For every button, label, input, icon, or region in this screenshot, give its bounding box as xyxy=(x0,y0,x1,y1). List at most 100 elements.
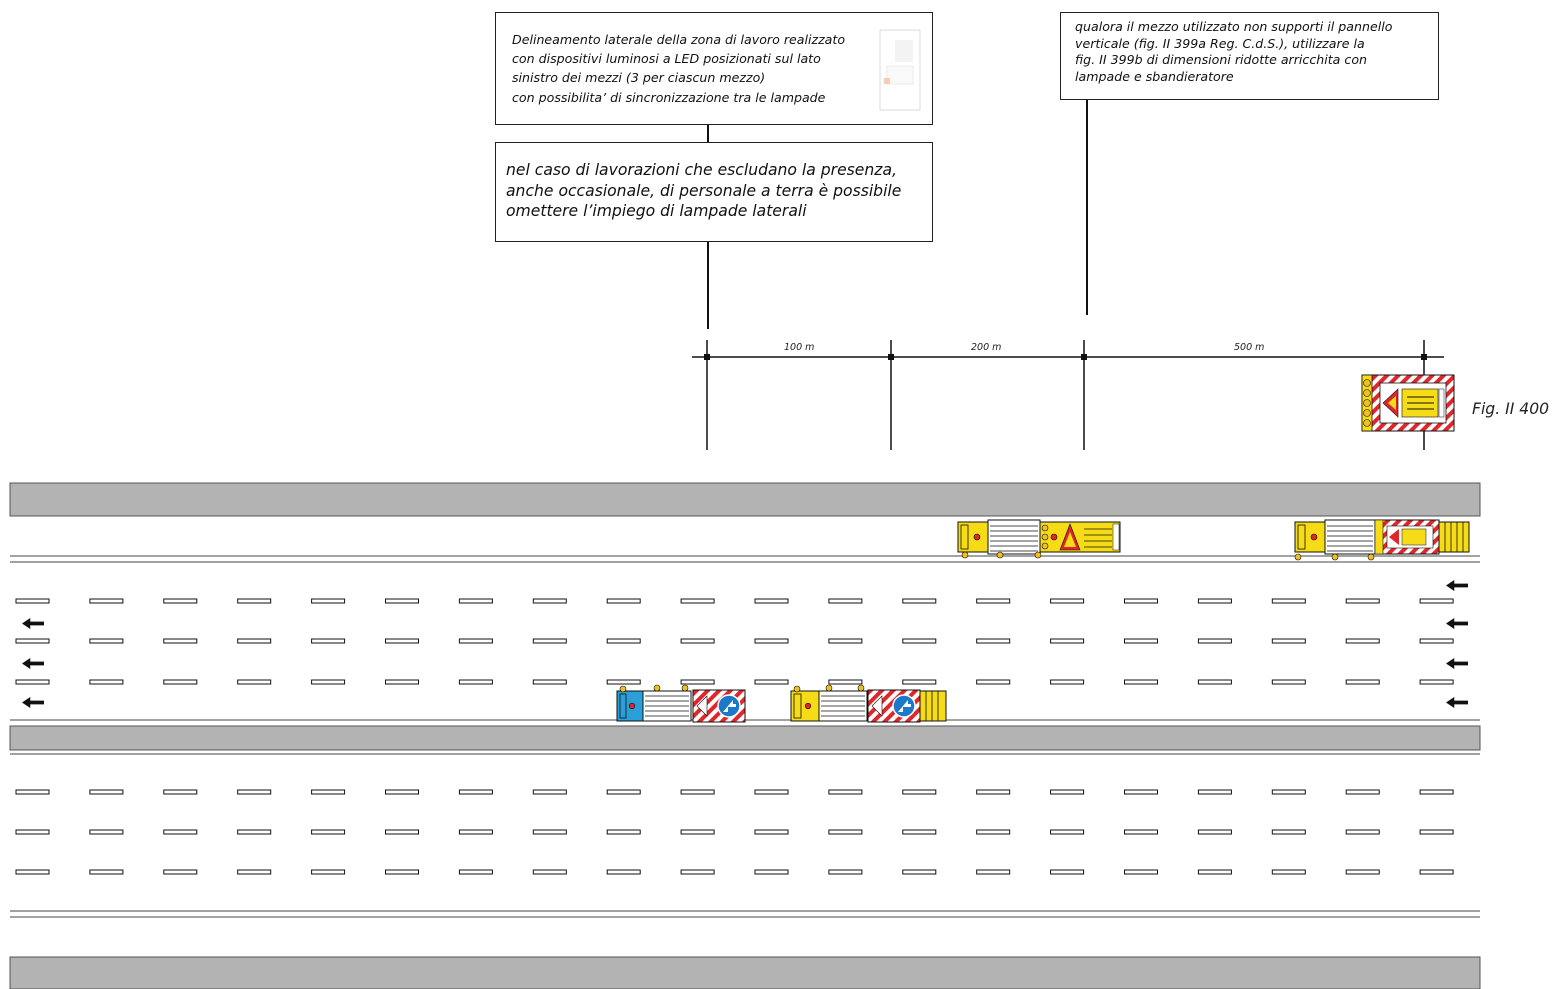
lane-dash xyxy=(1197,638,1232,644)
lane-dash xyxy=(976,789,1011,795)
lane-dash xyxy=(754,638,789,644)
lane-dash xyxy=(1124,598,1158,604)
marker-dot-1 xyxy=(888,354,894,360)
lane-dash xyxy=(385,638,419,644)
left-arrow-icon xyxy=(1446,580,1468,591)
lane-dash xyxy=(458,638,493,644)
left-arrow-icon xyxy=(1446,618,1468,629)
lane-dash xyxy=(1345,829,1380,835)
note3-line-2: verticale (fig. II 399a Reg. C.d.S.), ut… xyxy=(1075,35,1365,51)
lane-dash xyxy=(828,829,863,835)
lane-dash xyxy=(89,598,124,604)
lane-dash xyxy=(89,789,124,795)
lane-dash xyxy=(828,638,863,644)
distance-label-500: 500 m xyxy=(1234,342,1265,353)
lane-dash xyxy=(532,789,567,795)
leader-line-note3 xyxy=(1086,100,1088,315)
note-side-lamps: nel caso di lavorazioni che escludano la… xyxy=(495,142,933,242)
lane-dash xyxy=(89,638,124,644)
top-shoulder xyxy=(9,482,1481,517)
note3-line-3: fig. II 399b di dimensioni ridotte arric… xyxy=(1075,52,1368,67)
lane-dash xyxy=(532,638,567,644)
marker-dot-3 xyxy=(1421,354,1427,360)
left-arrow-icon xyxy=(22,618,44,629)
note2-line-2: anche occasionale, di personale a terra … xyxy=(506,181,902,200)
lane-dash xyxy=(1419,598,1454,604)
lane-dash xyxy=(458,869,493,875)
note1-line-2: con dispositivi luminosi a LED posiziona… xyxy=(512,51,821,67)
lane-dash xyxy=(1050,789,1085,795)
lane-dash xyxy=(458,679,493,685)
lane-dash xyxy=(311,638,346,644)
lane-dash xyxy=(385,789,419,795)
lane-dash xyxy=(1419,829,1454,835)
lane-dash xyxy=(385,869,419,875)
lane-dash xyxy=(1197,829,1232,835)
lane-dash xyxy=(237,789,272,795)
lane-dash xyxy=(1271,869,1306,875)
marker-dot-0 xyxy=(704,354,710,360)
lane-dash xyxy=(458,598,493,604)
lane-dash xyxy=(532,829,567,835)
lane-dash xyxy=(902,789,937,795)
lane-dash xyxy=(1197,679,1232,685)
lane-dash xyxy=(385,679,419,685)
median-strip xyxy=(9,725,1481,751)
note3-line-1: qualora il mezzo utilizzato non supporti… xyxy=(1075,19,1393,34)
lane-dashes-lower xyxy=(15,789,1454,875)
lane-dash xyxy=(680,869,715,875)
left-arrow-icon xyxy=(1446,658,1468,669)
lane-dash xyxy=(1197,789,1232,795)
lane-dash xyxy=(606,598,641,604)
signal-panel-fig-400-icon xyxy=(1361,374,1455,432)
leader-line-note1 xyxy=(707,125,709,142)
lane-dash xyxy=(606,679,641,685)
lane-dash xyxy=(163,789,198,795)
lane-dash xyxy=(311,789,346,795)
lane-dash xyxy=(89,679,124,685)
lane-dash xyxy=(163,638,198,644)
roadwork-vehicle-icon xyxy=(1294,519,1470,561)
lane-dash xyxy=(1271,638,1306,644)
lane-dash xyxy=(1345,598,1380,604)
lane-dash xyxy=(15,638,50,644)
lane-dash xyxy=(754,598,789,604)
figure-label: Fig. II 400 xyxy=(1472,400,1550,418)
distance-label-100: 100 m xyxy=(784,342,815,353)
lane-dash xyxy=(754,869,789,875)
lane-dash xyxy=(1124,638,1158,644)
note1-line-4: con possibilita’ di sincronizzazione tra… xyxy=(512,89,826,105)
lane-dash xyxy=(237,598,272,604)
lane-dash xyxy=(163,869,198,875)
lane-dash xyxy=(828,869,863,875)
lane-dash xyxy=(15,869,50,875)
lane-dash xyxy=(1271,679,1306,685)
lane-dash xyxy=(606,638,641,644)
lane-dash xyxy=(1271,829,1306,835)
lane-dash xyxy=(237,829,272,835)
lane-dash xyxy=(902,869,937,875)
lane-dash xyxy=(163,679,198,685)
lane-dash xyxy=(237,679,272,685)
lane-dash xyxy=(1419,638,1454,644)
roadwork-vehicle-icon xyxy=(616,684,746,723)
lane-dash xyxy=(1419,789,1454,795)
lane-dash xyxy=(1419,679,1454,685)
lane-dash xyxy=(1050,598,1085,604)
lane-dash xyxy=(976,638,1011,644)
lane-dash xyxy=(458,829,493,835)
lane-dash xyxy=(311,829,346,835)
marker-dot-2 xyxy=(1081,354,1087,360)
lane-dash xyxy=(680,829,715,835)
note1-line-1: Delineamento laterale della zona di lavo… xyxy=(512,32,846,47)
lane-dash xyxy=(385,829,419,835)
lane-dash xyxy=(680,638,715,644)
lane-dash xyxy=(902,679,937,685)
lane-dash xyxy=(1345,869,1380,875)
lane-dash xyxy=(532,869,567,875)
leader-line-note2 xyxy=(707,242,709,329)
lane-dash xyxy=(976,598,1011,604)
lane-dash xyxy=(680,598,715,604)
lane-dash xyxy=(1124,869,1158,875)
